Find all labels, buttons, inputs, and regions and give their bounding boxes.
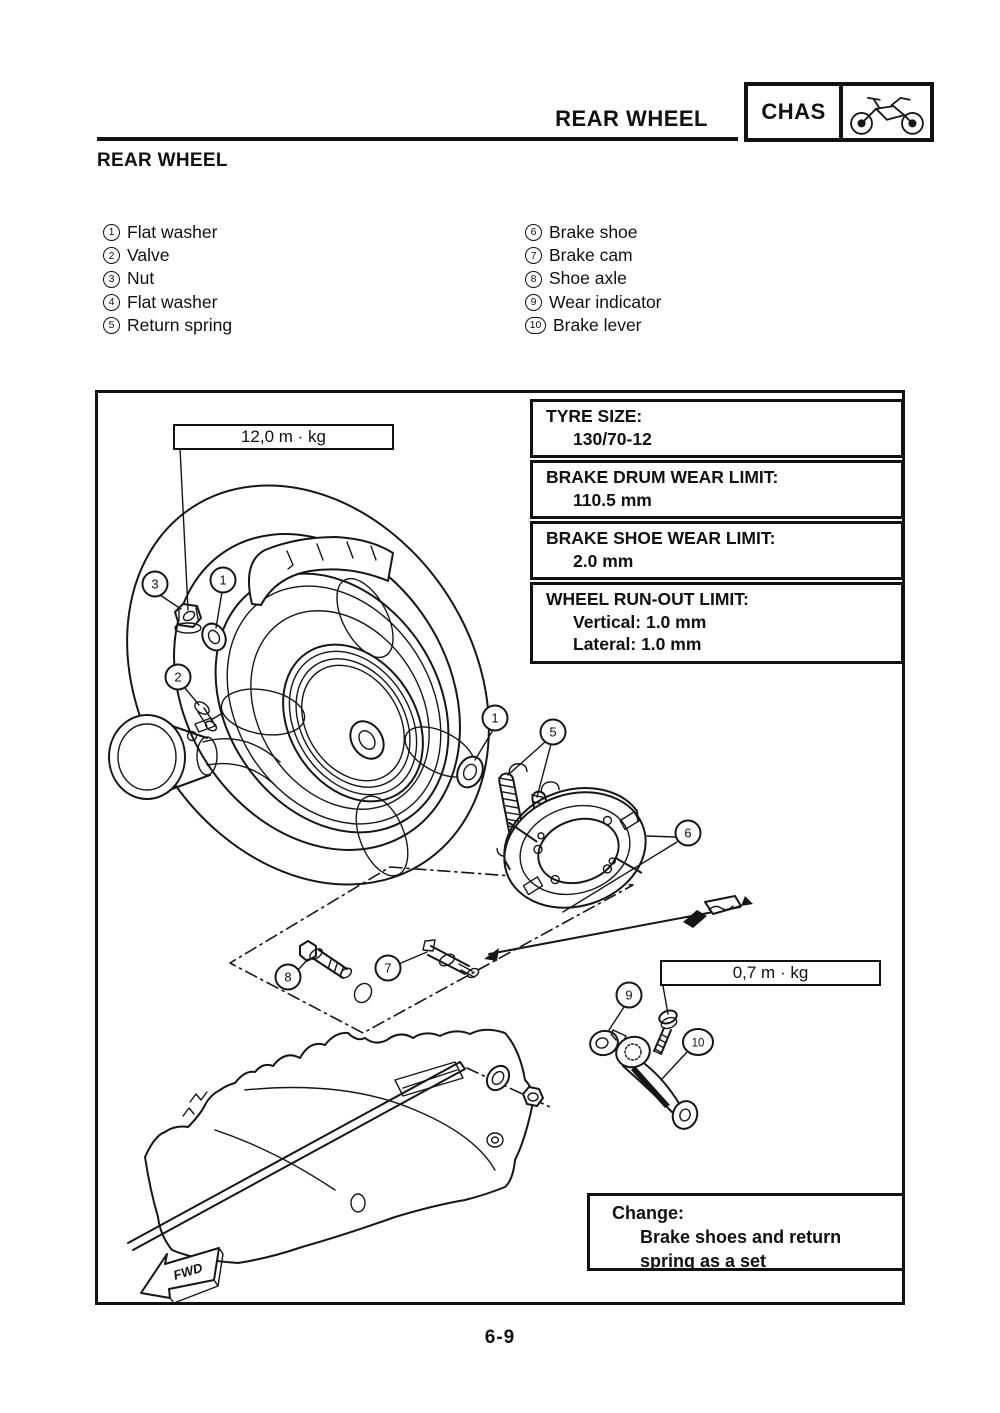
- spec-value: Vertical: 1.0 mm: [573, 611, 707, 632]
- change-note-line: spring as a set: [640, 1251, 767, 1271]
- spec-value: Lateral: 1.0 mm: [573, 634, 702, 654]
- callout-1b: 1: [491, 711, 498, 726]
- part-label: Flat washer: [127, 222, 218, 242]
- tread-flap: [248, 536, 394, 606]
- spec-label: BRAKE SHOE WEAR LIMIT:: [546, 528, 776, 548]
- flat-washer-drawing: [201, 622, 227, 652]
- header-rule: [97, 137, 738, 141]
- part-number-badge: 7: [525, 247, 542, 265]
- callout-1: 1: [219, 573, 226, 588]
- part-number-badge: 3: [103, 270, 120, 288]
- callout-10: 10: [692, 1038, 705, 1050]
- shoe-axle-drawing: [299, 940, 353, 979]
- callout-2: 2: [174, 670, 181, 685]
- spec-label: WHEEL RUN-OUT LIMIT:: [546, 589, 749, 609]
- spoke-window: [355, 795, 409, 877]
- list-item: 10 Brake lever: [525, 314, 662, 337]
- installed-lever-drawing: [484, 895, 753, 961]
- list-item: 7 Brake cam: [525, 244, 662, 267]
- o-ring-drawing: [353, 982, 373, 1004]
- part-number-badge: 2: [103, 247, 120, 265]
- callout-6: 6: [684, 826, 691, 841]
- rear-wheel-drawing: [126, 484, 490, 886]
- spec-brake-drum-wear-limit: BRAKE DRUM WEAR LIMIT: 110.5 mm: [530, 460, 904, 519]
- list-item: 9 Wear indicator: [525, 291, 662, 314]
- leader-lines: [159, 447, 688, 1081]
- callout-9: 9: [625, 988, 632, 1003]
- pinch-bolt-drawing: [653, 1009, 678, 1055]
- spec-value: 130/70-12: [573, 428, 652, 449]
- spec-label: TYRE SIZE:: [546, 406, 643, 426]
- parts-list-right: 6 Brake shoe 7 Brake cam 8 Shoe axle 9 Wear …: [525, 221, 662, 337]
- fwd-arrow-icon: FWD: [140, 1247, 224, 1304]
- part-number-badge: 9: [525, 293, 542, 311]
- spec-label: BRAKE DRUM WEAR LIMIT:: [546, 467, 779, 487]
- part-number-badge: 5: [103, 316, 120, 334]
- engine-case-drawing: [144, 1028, 534, 1264]
- axle-shaft-drawing: [127, 1061, 551, 1251]
- part-label: Shoe axle: [549, 268, 627, 289]
- list-item: 4 Flat washer: [103, 291, 232, 314]
- chapter-tab-label: CHAS: [748, 86, 844, 138]
- part-number-badge: 6: [525, 224, 542, 242]
- motorcycle-icon: [843, 86, 930, 138]
- part-number-badge: 10: [525, 316, 546, 334]
- callout-3: 3: [151, 577, 158, 592]
- torque-label: 12,0 m · kg: [173, 424, 394, 450]
- part-label: Return spring: [127, 314, 233, 335]
- page-number: 6-9: [484, 1327, 516, 1348]
- part-label: Brake lever: [553, 314, 642, 335]
- change-note-line: Brake shoes and return: [640, 1227, 842, 1247]
- change-note-title: Change:: [612, 1203, 684, 1223]
- spoke-window: [336, 577, 394, 659]
- spec-value: 110.5 mm: [573, 489, 652, 510]
- spoke-window: [220, 688, 306, 736]
- list-item: 5 Return spring: [103, 314, 232, 337]
- callout-balloons: 3 1 2 1 5 6 8 7 9 10: [141, 566, 714, 1056]
- part-label: Flat washer: [127, 291, 218, 312]
- list-item: 3 Nut: [103, 267, 232, 290]
- brake-cam-drawing: [422, 939, 480, 979]
- part-number-badge: 1: [103, 224, 120, 242]
- page-title: REAR WHEEL: [555, 106, 708, 131]
- part-label: Valve: [127, 245, 170, 266]
- change-note: Change: Brake shoes and return spring as…: [587, 1193, 905, 1271]
- part-number-badge: 8: [525, 270, 542, 288]
- torque-label: 0,7 m · kg: [660, 960, 881, 986]
- hub-cylinder-drawing: [108, 713, 281, 800]
- spec-wheel-runout-limit: WHEEL RUN-OUT LIMIT: Vertical: 1.0 mm La…: [530, 582, 904, 664]
- exploded-view-drawing: FWD 3 1 2 1 5 6 8 7 9 10: [108, 447, 753, 1304]
- part-number-badge: 4: [103, 293, 120, 311]
- spec-value: 2.0 mm: [573, 550, 634, 571]
- callout-7: 7: [384, 961, 391, 976]
- section-heading: REAR WHEEL: [97, 150, 228, 171]
- callout-8: 8: [284, 970, 291, 985]
- chapter-tab: CHAS: [744, 82, 934, 142]
- part-label: Nut: [127, 268, 155, 289]
- list-item: 1 Flat washer: [103, 221, 232, 244]
- spec-table: TYRE SIZE: 130/70-12 BRAKE DRUM WEAR LIM…: [530, 399, 904, 666]
- spec-tyre-size: TYRE SIZE: 130/70-12: [530, 399, 904, 458]
- spec-brake-shoe-wear-limit: BRAKE SHOE WEAR LIMIT: 2.0 mm: [530, 521, 904, 580]
- brake-shoe-assembly-drawing: [503, 787, 647, 909]
- list-item: 2 Valve: [103, 244, 232, 267]
- list-item: 8 Shoe axle: [525, 267, 662, 290]
- list-item: 6 Brake shoe: [525, 221, 662, 244]
- part-label: Brake cam: [549, 245, 633, 266]
- callout-5: 5: [549, 725, 556, 740]
- axle-nut-drawing: [174, 603, 202, 634]
- brake-lever-drawing: [615, 1035, 699, 1130]
- part-label: Brake shoe: [549, 222, 638, 242]
- part-label: Wear indicator: [549, 291, 662, 312]
